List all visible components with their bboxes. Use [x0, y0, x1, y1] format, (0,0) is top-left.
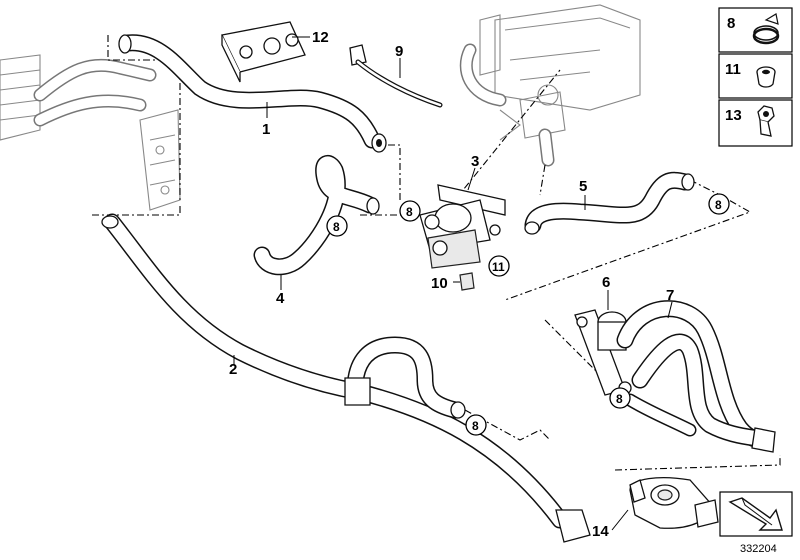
legend-label-11: 11 — [725, 61, 741, 78]
hardware-legend: 8 11 13 — [718, 7, 793, 147]
document-number: 332204 — [740, 543, 777, 555]
hose-5 — [524, 171, 695, 235]
hose-1 — [118, 34, 387, 153]
circled-ref-e: 8 — [472, 419, 479, 433]
callout-labels: 1 2 3 4 5 6 7 9 10 12 14 — [229, 29, 674, 540]
callout-5: 5 — [579, 178, 587, 195]
circled-ref-c: 8 — [715, 198, 722, 212]
pump-14 — [629, 477, 719, 529]
forward-direction-indicator — [719, 491, 793, 537]
callout-2: 2 — [229, 361, 237, 378]
ghost-radiator-assembly — [0, 54, 181, 211]
callout-10: 10 — [431, 275, 448, 292]
cable-tie-9 — [349, 44, 443, 108]
legend-label-13: 13 — [725, 107, 742, 124]
hose-clamp-icon — [752, 13, 780, 45]
grommet-icon — [756, 66, 776, 88]
hose-2 — [101, 213, 591, 543]
hose-7 — [616, 300, 776, 453]
hose-4 — [253, 155, 380, 276]
callout-1: 1 — [262, 121, 270, 138]
callout-12: 12 — [312, 29, 329, 46]
arrow-icon — [728, 497, 783, 531]
callout-6: 6 — [602, 274, 610, 291]
clip-10 — [459, 272, 475, 291]
legend-cell-11 — [718, 53, 793, 99]
legend-label-8: 8 — [727, 15, 735, 32]
circled-ref-a: 8 — [333, 220, 340, 234]
circled-ref-g: 11 — [492, 260, 505, 274]
callout-9: 9 — [395, 43, 403, 60]
nut-icon — [757, 105, 775, 137]
callout-7: 7 — [666, 287, 674, 304]
leader-lines — [233, 102, 629, 531]
callout-3: 3 — [471, 153, 479, 170]
guide-lines — [92, 35, 781, 471]
callout-14: 14 — [592, 523, 609, 540]
bracket-12 — [221, 21, 310, 83]
callout-4: 4 — [276, 290, 285, 307]
legend-cell-13 — [718, 99, 793, 147]
circled-ref-b: 8 — [406, 205, 413, 219]
circled-ref-d: 8 — [616, 392, 623, 406]
circled-references: 8 8 8 8 8 11 — [326, 193, 730, 436]
ghost-heater-unit — [459, 4, 641, 167]
valve-3 — [419, 167, 506, 269]
